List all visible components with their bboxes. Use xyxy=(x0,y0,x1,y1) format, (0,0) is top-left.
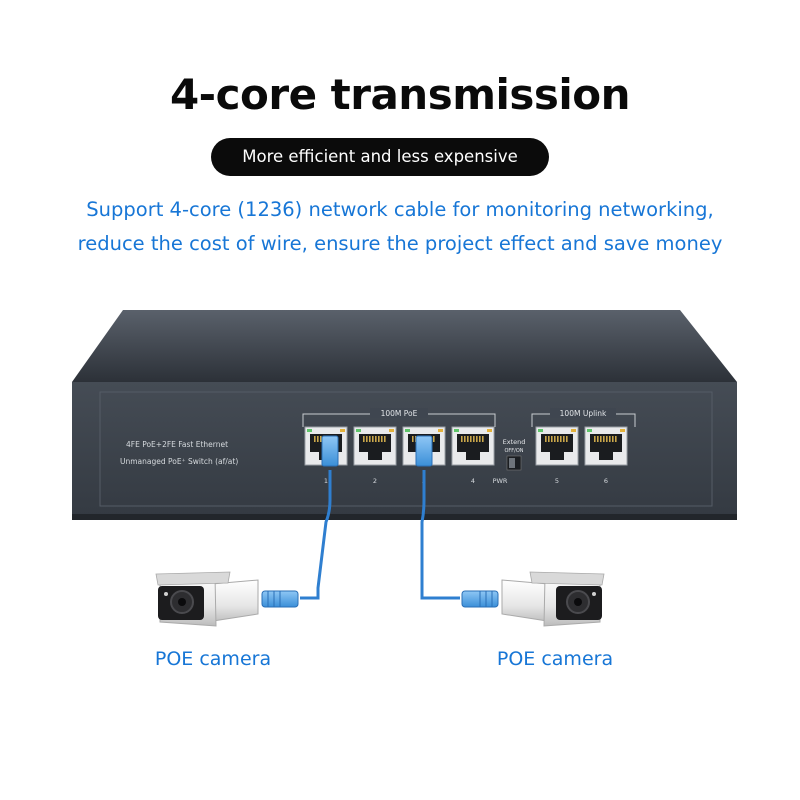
switch-base xyxy=(72,514,737,520)
port-pin xyxy=(482,436,484,442)
rj45-port-5[interactable]: 5 xyxy=(535,426,579,485)
network-cables xyxy=(300,435,460,600)
port-pin xyxy=(560,436,562,442)
port-pin xyxy=(476,436,478,442)
camera-right-hood xyxy=(529,571,605,586)
uplink-label-bg xyxy=(550,408,616,418)
port-led xyxy=(538,429,543,432)
port-pin xyxy=(366,436,368,442)
port-pin xyxy=(473,436,475,442)
camera-label-right: POE camera xyxy=(496,648,614,670)
port-led xyxy=(454,429,459,432)
switch-model-line1: 4FE PoE+2FE Fast Ethernet xyxy=(126,440,228,449)
extend-label: Extend xyxy=(503,438,526,446)
port-pin xyxy=(381,436,383,442)
port-pin xyxy=(551,436,553,442)
port-pin xyxy=(433,436,435,442)
port-pin xyxy=(467,436,469,442)
uplink-group-label: 100M Uplink xyxy=(560,409,607,418)
description-line-1: Support 4-core (1236) network cable for … xyxy=(86,198,714,221)
port-pin xyxy=(615,436,617,442)
plug-port-1 xyxy=(321,435,339,467)
port-led xyxy=(587,429,592,432)
port-pin xyxy=(375,436,377,442)
poe-label-bg xyxy=(370,408,428,418)
port-pin xyxy=(314,436,316,442)
port-led xyxy=(405,429,410,432)
poe-camera-left xyxy=(155,571,299,627)
port-pin xyxy=(461,436,463,442)
port-led xyxy=(356,429,361,432)
rj45-port-2[interactable]: 2 xyxy=(353,426,397,485)
port-number: 6 xyxy=(604,477,608,485)
port-pin xyxy=(470,436,472,442)
port-pin xyxy=(609,436,611,442)
tagline-pill: More efficient and less expensive xyxy=(211,138,549,176)
port-pin xyxy=(363,436,365,442)
port-led xyxy=(487,429,492,432)
port-pin xyxy=(372,436,374,442)
port-pin xyxy=(566,436,568,442)
port-pin xyxy=(612,436,614,442)
port-pin xyxy=(600,436,602,442)
port-pin xyxy=(369,436,371,442)
port-pin xyxy=(548,436,550,442)
port-number: 1 xyxy=(324,477,328,485)
rj45-port-6[interactable]: 6 xyxy=(584,426,628,485)
port-pin xyxy=(464,436,466,442)
cable-left xyxy=(300,470,332,600)
poe-group-label: 100M PoE xyxy=(381,409,418,418)
tagline-text: More efficient and less expensive xyxy=(242,147,518,166)
port-pin xyxy=(563,436,565,442)
port-led xyxy=(340,429,345,432)
port-pin xyxy=(317,436,319,442)
power-label: PWR xyxy=(493,477,508,485)
port-pin xyxy=(479,436,481,442)
port-led xyxy=(571,429,576,432)
port-pin xyxy=(554,436,556,442)
switch-top xyxy=(72,310,737,382)
poe-switch: 4FE PoE+2FE Fast Ethernet Unmanaged PoE⁺… xyxy=(72,310,737,520)
port-pin xyxy=(597,436,599,442)
port-led xyxy=(620,429,625,432)
port-pin xyxy=(594,436,596,442)
port-number: 2 xyxy=(373,477,377,485)
port-number: 5 xyxy=(555,477,559,485)
extend-toggle-knob xyxy=(509,458,515,468)
camera-label-left: POE camera xyxy=(154,648,272,670)
port-pin xyxy=(384,436,386,442)
port-pin xyxy=(378,436,380,442)
camera-left-hood xyxy=(155,571,231,586)
description-line-2: reduce the cost of wire, ensure the proj… xyxy=(77,232,723,255)
port-led xyxy=(438,429,443,432)
port-pin xyxy=(545,436,547,442)
switch-front-panel xyxy=(99,391,713,507)
port-led xyxy=(307,429,312,432)
port-pin xyxy=(412,436,414,442)
port-pin xyxy=(603,436,605,442)
port-pin xyxy=(557,436,559,442)
switch-model-line2: Unmanaged PoE⁺ Switch (af/at) xyxy=(120,457,238,466)
port-pin xyxy=(606,436,608,442)
rj45-port-4[interactable]: 4 xyxy=(451,426,495,485)
extend-state-label: OFF/ON xyxy=(504,448,523,454)
cable-right xyxy=(420,470,460,600)
port-led xyxy=(389,429,394,432)
port-number: 4 xyxy=(471,477,475,485)
headline: 4-core transmission xyxy=(169,70,631,119)
poe-camera-right xyxy=(461,571,605,627)
plug-port-3 xyxy=(415,435,433,467)
port-pin xyxy=(320,436,322,442)
